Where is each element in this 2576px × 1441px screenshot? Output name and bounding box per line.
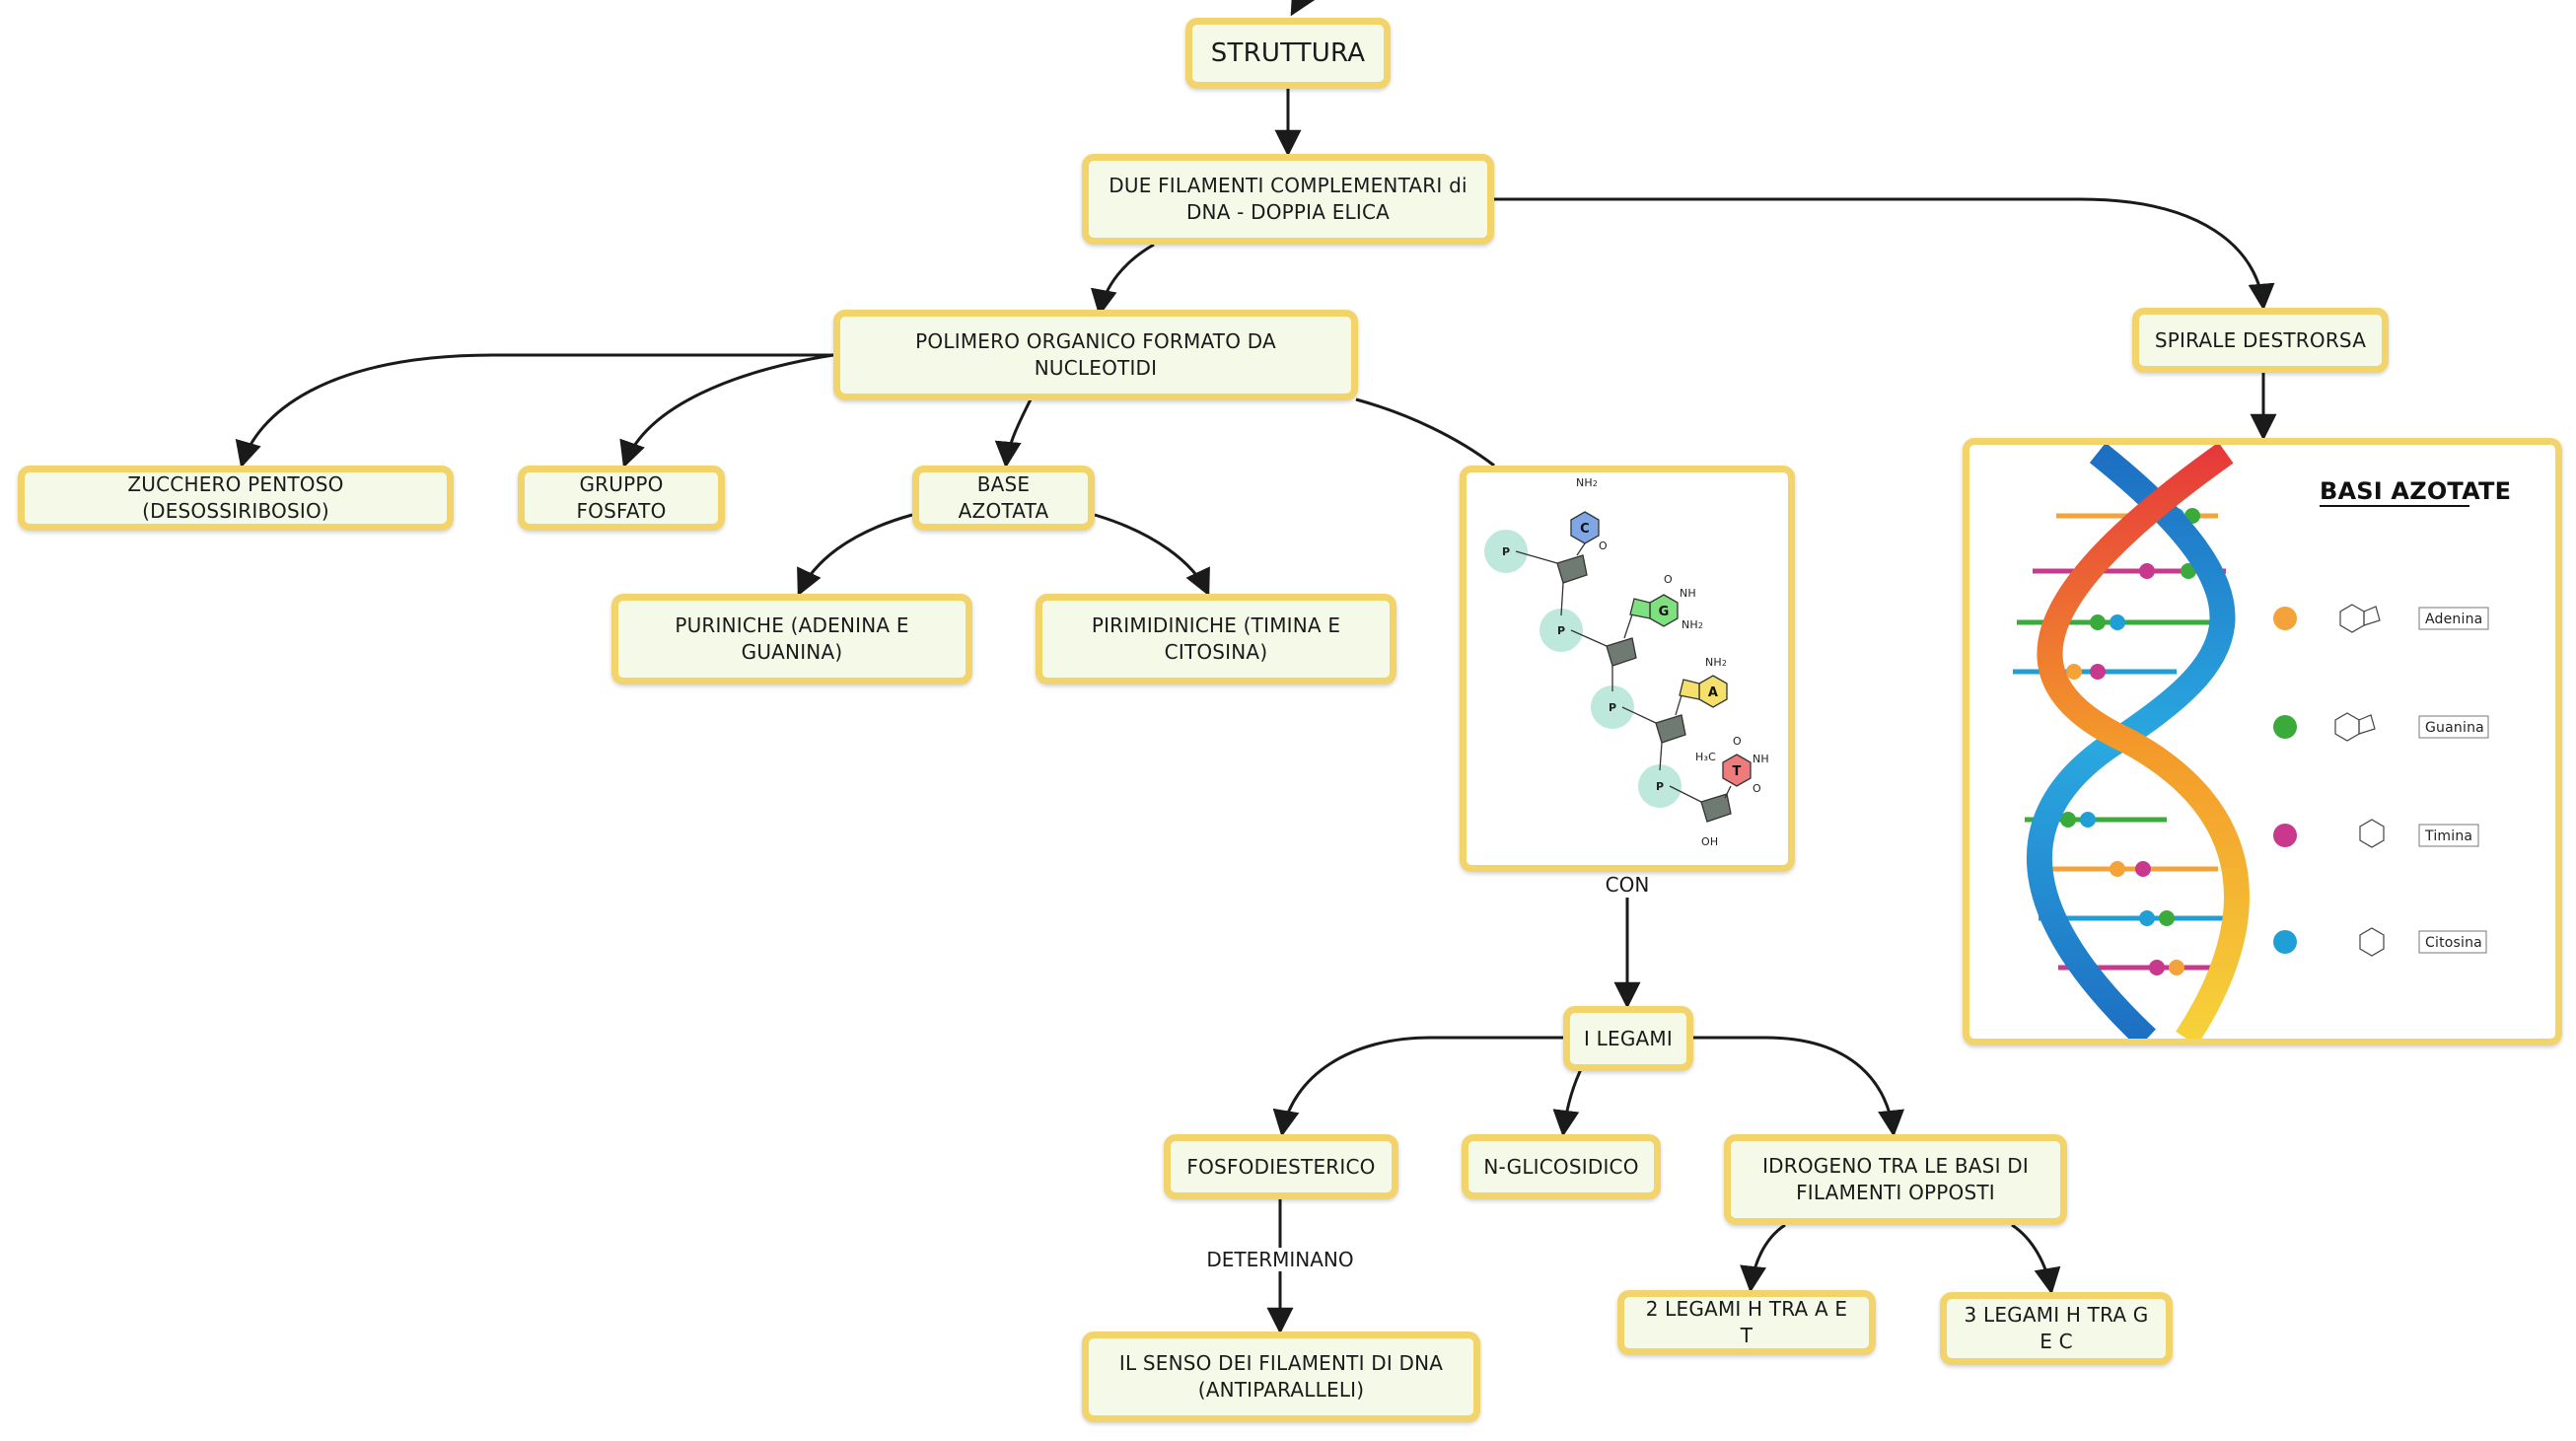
- base-label-t: T: [1732, 764, 1741, 779]
- node-struttura-label: STRUTTURA: [1210, 37, 1366, 68]
- edge-filamenti-polimero: [1090, 243, 1155, 317]
- node-legami-label: I LEGAMI: [1584, 1026, 1673, 1050]
- svg-text:OH: OH: [1701, 835, 1718, 848]
- dna-strand-warm: [2037, 445, 2250, 1039]
- node-gruppo-fosfato-label: GRUPPO FOSFATO: [576, 472, 667, 523]
- node-legami-at-label: 2 LEGAMI H TRA A E T: [1645, 1297, 1848, 1347]
- dna-image-title: BASI AZOTATE: [2320, 477, 2511, 505]
- svg-text:NH2: NH2: [1705, 656, 1727, 669]
- svg-text:NH2: NH2: [1576, 476, 1598, 489]
- svg-text:P: P: [1557, 624, 1565, 637]
- svg-text:P: P: [1502, 545, 1510, 558]
- node-senso-label: IL SENSO DEI FILAMENTI DI DNA (ANTIPARAL…: [1118, 1351, 1444, 1402]
- edge-polimero-base: [994, 398, 1033, 468]
- nuc-label-nh2-1: NH: [1576, 476, 1593, 489]
- legend-label-guanina: Guanina: [2425, 720, 2484, 736]
- sugar-4: [1700, 793, 1732, 823]
- node-polimero-label: POLIMERO ORGANICO FORMATO DA NUCLEOTIDI: [915, 329, 1276, 380]
- edge-polimero-image: [1355, 397, 1495, 468]
- node-due-filamenti[interactable]: DUE FILAMENTI COMPLEMENTARI di DNA - DOP…: [1082, 154, 1494, 245]
- node-puriniche[interactable]: PURINICHE (ADENINA E GUANINA): [611, 594, 972, 684]
- svg-text:O: O: [1733, 735, 1742, 748]
- edge-idrogeno-gc: [2011, 1223, 2061, 1295]
- legend-label-citosina: Citosina: [2425, 935, 2482, 951]
- phosphate-2: [1539, 609, 1583, 652]
- node-legami-at[interactable]: 2 LEGAMI H TRA A E T: [1617, 1290, 1876, 1355]
- node-polimero[interactable]: POLIMERO ORGANICO FORMATO DA NUCLEOTIDI: [833, 310, 1358, 400]
- dna-helix-image: BASI AZOTATE: [2013, 445, 2511, 1039]
- legend-dot-citosina: [2273, 930, 2297, 954]
- svg-text:NH2: NH2: [1682, 618, 1703, 631]
- node-legami-gc-label: 3 LEGAMI H TRA G E C: [1964, 1303, 2149, 1353]
- svg-text:NH: NH: [1680, 587, 1696, 600]
- base-label-g: G: [1659, 605, 1670, 619]
- node-legami-gc[interactable]: 3 LEGAMI H TRA G E C: [1940, 1292, 2173, 1365]
- node-spirale[interactable]: SPIRALE DESTRORSA: [2132, 308, 2389, 373]
- edge-idrogeno-at: [1740, 1223, 1786, 1293]
- edge-base-pirimidiniche: [1094, 513, 1210, 597]
- node-fosfodiesterico[interactable]: FOSFODIESTERICO: [1164, 1134, 1398, 1199]
- edge-top-in: [1290, 0, 1316, 17]
- svg-text:NH: NH: [1753, 753, 1769, 765]
- sugar-1: [1556, 554, 1588, 584]
- node-spirale-label: SPIRALE DESTRORSA: [2154, 327, 2367, 352]
- node-idrogeno-label: IDROGENO TRA LE BASI DI FILAMENTI OPPOST…: [1762, 1154, 2029, 1204]
- base-label-c: C: [1580, 522, 1590, 537]
- edge-label-con: CON: [1599, 873, 1656, 897]
- edge-label-determinano: DETERMINANO: [1200, 1248, 1360, 1271]
- edge-base-puriniche: [797, 513, 913, 597]
- node-idrogeno[interactable]: IDROGENO TRA LE BASI DI FILAMENTI OPPOST…: [1724, 1134, 2067, 1225]
- edge-legami-idrogeno: [1691, 1036, 1904, 1137]
- node-struttura[interactable]: STRUTTURA: [1185, 18, 1391, 89]
- edge-legami-fosfo: [1272, 1036, 1563, 1137]
- node-pirimidiniche[interactable]: PIRIMIDINICHE (TIMINA E CITOSINA): [1036, 594, 1396, 684]
- node-zucchero[interactable]: ZUCCHERO PENTOSO (DESOSSIRIBOSIO): [18, 466, 454, 531]
- node-due-filamenti-label: DUE FILAMENTI COMPLEMENTARI di DNA - DOP…: [1109, 174, 1467, 224]
- node-senso[interactable]: IL SENSO DEI FILAMENTI DI DNA (ANTIPARAL…: [1082, 1332, 1480, 1422]
- nucleotide-structure-image: NH2 O O NH NH2 NH2 O NH O H₃C OH P P P P…: [1484, 476, 1769, 848]
- phosphate-4: [1638, 764, 1682, 808]
- base-t: [1722, 754, 1752, 787]
- node-puriniche-label: PURINICHE (ADENINA E GUANINA): [675, 613, 909, 664]
- node-base-azotata-label: BASE AZOTATA: [958, 472, 1049, 523]
- phosphate-1: [1484, 530, 1528, 573]
- edge-legami-nglico: [1552, 1064, 1585, 1137]
- phosphate-3: [1591, 685, 1634, 729]
- legend-dot-adenina: [2273, 607, 2297, 630]
- edge-polimero-fosfato: [619, 353, 834, 468]
- node-base-azotata[interactable]: BASE AZOTATA: [912, 466, 1095, 531]
- svg-text:P: P: [1656, 780, 1664, 793]
- node-n-glicosidico-label: N-GLICOSIDICO: [1483, 1154, 1639, 1179]
- legend-dot-guanina: [2273, 715, 2297, 739]
- node-legami[interactable]: I LEGAMI: [1563, 1006, 1693, 1071]
- edge-filamenti-spirale: [1494, 197, 2275, 311]
- svg-text:P: P: [1609, 701, 1616, 714]
- svg-text:O: O: [1753, 782, 1761, 795]
- node-n-glicosidico[interactable]: N-GLICOSIDICO: [1462, 1134, 1661, 1199]
- legend-label-timina: Timina: [2424, 829, 2472, 844]
- node-gruppo-fosfato[interactable]: GRUPPO FOSFATO: [518, 466, 725, 531]
- node-zucchero-label: ZUCCHERO PENTOSO (DESOSSIRIBOSIO): [127, 472, 344, 523]
- sugar-3: [1655, 714, 1686, 744]
- legend-label-adenina: Adenina: [2425, 612, 2482, 627]
- edge-polimero-zucchero: [235, 353, 833, 468]
- legend-dot-timina: [2273, 824, 2297, 847]
- svg-text:O: O: [1599, 540, 1608, 552]
- node-dna-image[interactable]: BASI AZOTATE: [1963, 438, 2562, 1045]
- base-label-a: A: [1708, 685, 1718, 700]
- sugar-2: [1606, 637, 1637, 667]
- node-fosfodiesterico-label: FOSFODIESTERICO: [1186, 1154, 1376, 1179]
- node-nucleotide-image[interactable]: NH2 O O NH NH2 NH2 O NH O H₃C OH P P P P…: [1460, 466, 1795, 872]
- node-pirimidiniche-label: PIRIMIDINICHE (TIMINA E CITOSINA): [1091, 613, 1341, 664]
- svg-text:O: O: [1664, 573, 1673, 586]
- svg-text:H₃C: H₃C: [1695, 751, 1716, 763]
- dna-legend: Adenina Guanina Timina Citosina: [2273, 604, 2489, 957]
